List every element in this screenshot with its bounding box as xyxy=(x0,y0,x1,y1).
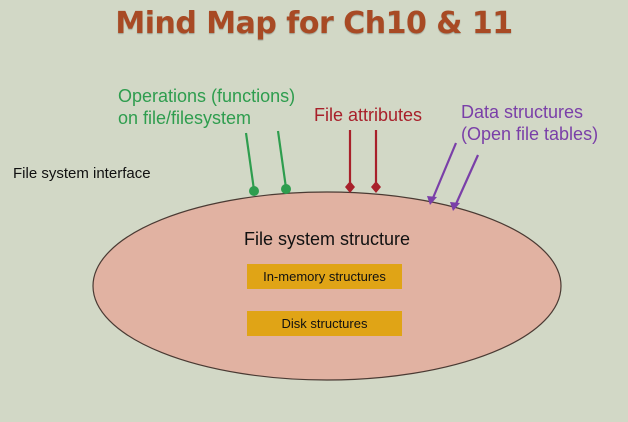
disk-structures-box: Disk structures xyxy=(247,311,402,336)
operations-dot-1 xyxy=(249,186,259,196)
operations-label: Operations (functions) on file/filesyste… xyxy=(118,85,295,129)
data-structures-label-line-1: Data structures xyxy=(461,102,584,122)
data-structures-arrowhead-2 xyxy=(450,202,460,211)
attributes-diamond-2 xyxy=(371,181,381,193)
operations-dot-2 xyxy=(281,184,291,194)
file-attributes-label: File attributes xyxy=(314,105,423,125)
data-structures-connector-2 xyxy=(454,154,480,205)
operations-connector-1 xyxy=(244,132,256,191)
data-structures-label-line-2: (Open file tables) xyxy=(461,124,599,144)
in-memory-structures-box: In-memory structures xyxy=(247,264,402,289)
slide-title: Mind Map for Ch10 & 11 xyxy=(115,6,513,41)
data-structures-arrowhead-1 xyxy=(427,196,437,205)
file-system-interface-label: File system interface xyxy=(13,165,151,182)
data-structures-label: Data structures (Open file tables) xyxy=(461,101,598,145)
operations-label-line-2: on file/filesystem xyxy=(118,108,252,128)
file-system-structure-label: File system structure xyxy=(243,229,411,249)
operations-connector-2 xyxy=(276,130,288,189)
data-structures-connector-1 xyxy=(431,142,458,199)
attributes-diamond-1 xyxy=(345,181,355,193)
operations-label-line-1: Operations (functions) xyxy=(118,86,296,106)
